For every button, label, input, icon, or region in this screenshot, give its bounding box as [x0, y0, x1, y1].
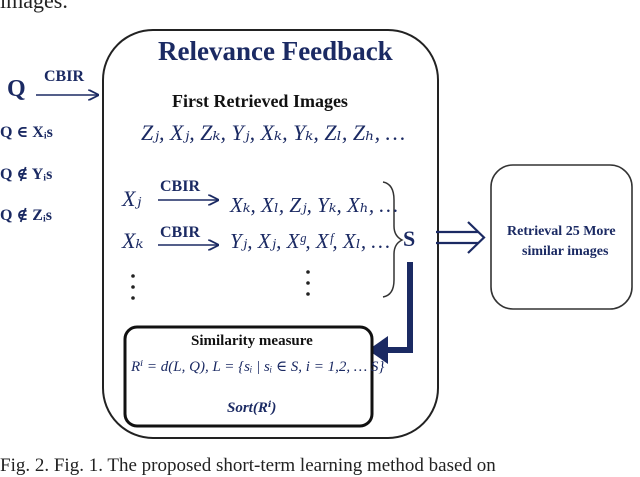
similarity-sort: Sort(Rⁱ) [227, 400, 277, 416]
row2-result: Yⱼ, Xⱼ, Xᵍ, Xᶠ, Xₗ, … [230, 229, 391, 253]
panel-title: Relevance Feedback [158, 36, 393, 66]
query-condition-1: Q ∈ Xᵢs [0, 124, 53, 141]
figure-caption: Fig. 2. Fig. 1. The proposed short-term … [0, 455, 496, 476]
down-left-arrow [368, 262, 413, 364]
set-label: S [403, 226, 416, 251]
ellipsis-dots-left [131, 274, 135, 300]
retrieval-line-2: similar images [522, 244, 609, 259]
retrieval-line-1: Retrieval 25 More [507, 224, 616, 239]
query-condition-3: Q ∉ Zᵢs [0, 207, 53, 224]
similarity-box [123, 325, 374, 428]
row1-source: Xⱼ [122, 186, 142, 211]
similarity-formula: Rⁱ = d(L, Q), L = {sᵢ | sᵢ ∈ S, i = 1,2,… [131, 359, 385, 375]
ellipsis-dots-right [306, 270, 310, 296]
query-cbir-label: CBIR [44, 68, 85, 85]
retrieval-box [490, 164, 633, 310]
query-symbol: Q [7, 76, 26, 102]
row1-cbir: CBIR [160, 178, 201, 195]
row2-source: Xₖ [122, 228, 144, 253]
query-condition-2: Q ∉ Yᵢs [0, 166, 53, 183]
row2-cbir: CBIR [160, 224, 201, 241]
double-arrow [436, 221, 486, 254]
set-brace [382, 181, 404, 298]
similarity-title: Similarity measure [191, 333, 313, 349]
first-retrieved-list: Zⱼ, Xⱼ, Zₖ, Yⱼ, Xₖ, Yₖ, Zₗ, Zₕ, … [141, 120, 406, 145]
top-text-fragment: images. [0, 0, 68, 13]
relevance-feedback-panel [102, 29, 439, 439]
first-retrieved-label: First Retrieved Images [172, 91, 348, 111]
row1-result: Xₖ, Xₗ, Zⱼ, Yₖ, Xₕ, … [230, 193, 399, 217]
